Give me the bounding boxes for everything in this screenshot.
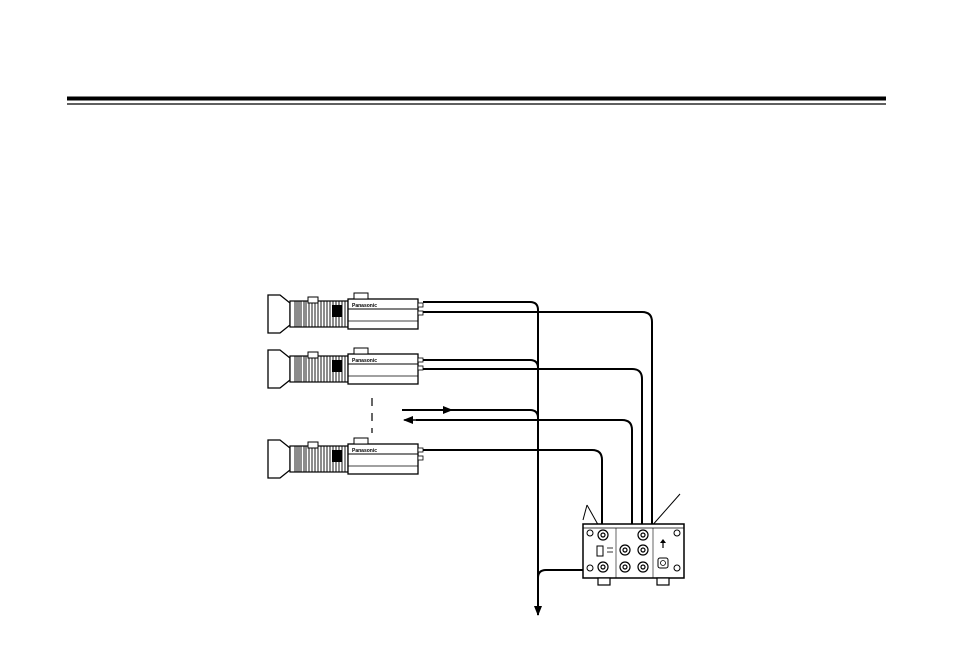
camera-3-brand: Panasonic <box>352 448 377 454</box>
camera-1: Panasonic <box>268 293 423 333</box>
controller-unit <box>583 524 684 585</box>
camera-2-brand: Panasonic <box>352 358 377 364</box>
signal-out-line <box>402 410 538 418</box>
camera-2-cable <box>423 369 642 545</box>
camera-2: Panasonic <box>268 348 423 388</box>
camera-1-brand: Panasonic <box>352 303 377 309</box>
camera-2-trunk-cable <box>423 360 538 368</box>
camera-3-cable <box>423 450 602 545</box>
trunk-cable <box>423 302 538 612</box>
camera-3: Panasonic <box>268 438 423 478</box>
